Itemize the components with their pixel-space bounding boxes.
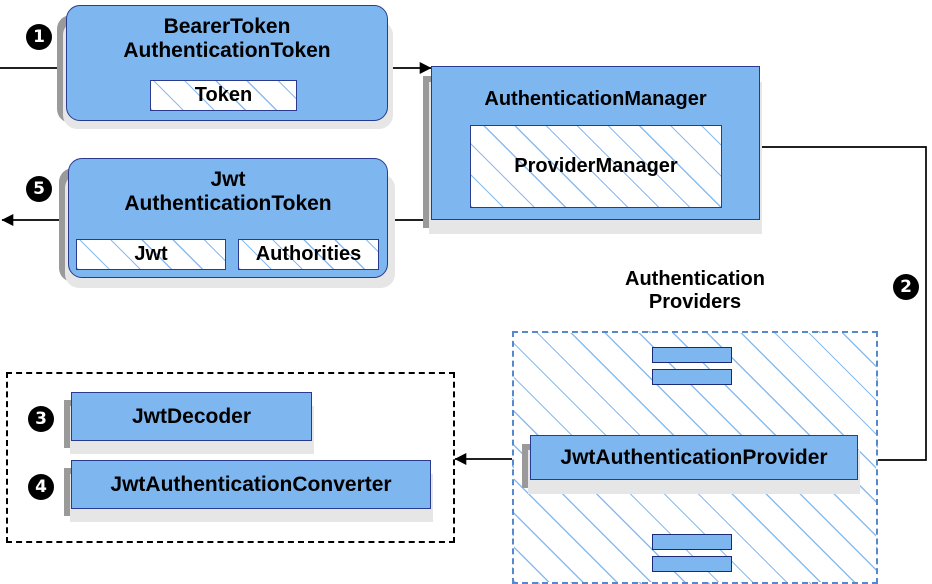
jwt-authentication-provider-label: JwtAuthenticationProvider — [560, 445, 828, 469]
jwt-token-inner-authorities[interactable]: Authorities — [238, 239, 379, 270]
step-badge-1: 1 — [26, 24, 52, 50]
step-badge-4-glyph: 4 — [35, 476, 47, 497]
jwt-token-title-line1: Jwt — [210, 168, 246, 191]
step-badge-2-glyph: 2 — [900, 276, 912, 297]
bearer-token-title-line1: BearerToken — [163, 15, 291, 38]
authentication-manager-title: AuthenticationManager — [484, 88, 707, 110]
authentication-providers-label-line2: Providers — [648, 291, 742, 313]
jwt-token-title-line2: AuthenticationToken — [124, 191, 332, 215]
node-jwt-decoder[interactable]: JwtDecoder — [71, 392, 312, 441]
jwt-token-inner-authorities-label: Authorities — [255, 243, 362, 265]
provider-stub-top-1 — [652, 347, 732, 363]
authentication-providers-label: Authentication Providers — [570, 268, 820, 314]
step-badge-3: 3 — [28, 406, 54, 432]
node-jwt-authentication-converter[interactable]: JwtAuthenticationConverter — [71, 460, 431, 509]
jwt-authentication-converter-label: JwtAuthenticationConverter — [110, 472, 392, 496]
provider-manager-label: ProviderManager — [514, 155, 678, 177]
provider-stub-bottom-1 — [652, 534, 732, 550]
bearer-token-inner-label: Token — [194, 84, 253, 106]
step-badge-5: 5 — [26, 176, 52, 202]
step-badge-2: 2 — [893, 274, 919, 300]
bearer-token-title-line2: AuthenticationToken — [123, 38, 331, 62]
step-badge-3-glyph: 3 — [35, 408, 47, 429]
line-authmanager-to-provider — [760, 146, 927, 466]
decoder-converter-group — [6, 372, 455, 543]
node-jwt-authentication-provider[interactable]: JwtAuthenticationProvider — [530, 435, 858, 480]
provider-stub-top-2 — [652, 369, 732, 385]
step-badge-5-glyph: 5 — [33, 178, 45, 199]
jwt-token-inner-jwt[interactable]: Jwt — [76, 239, 226, 270]
step-badge-1-glyph: 1 — [33, 26, 45, 47]
provider-stub-bottom-2 — [652, 556, 732, 572]
jwt-decoder-label: JwtDecoder — [131, 404, 252, 428]
bearer-token-inner-token[interactable]: Token — [150, 80, 297, 111]
authentication-manager-inner-provider-manager[interactable]: ProviderManager — [470, 125, 722, 208]
authentication-providers-label-line1: Authentication — [625, 268, 765, 290]
jwt-token-inner-jwt-label: Jwt — [134, 243, 168, 265]
step-badge-4: 4 — [28, 474, 54, 500]
